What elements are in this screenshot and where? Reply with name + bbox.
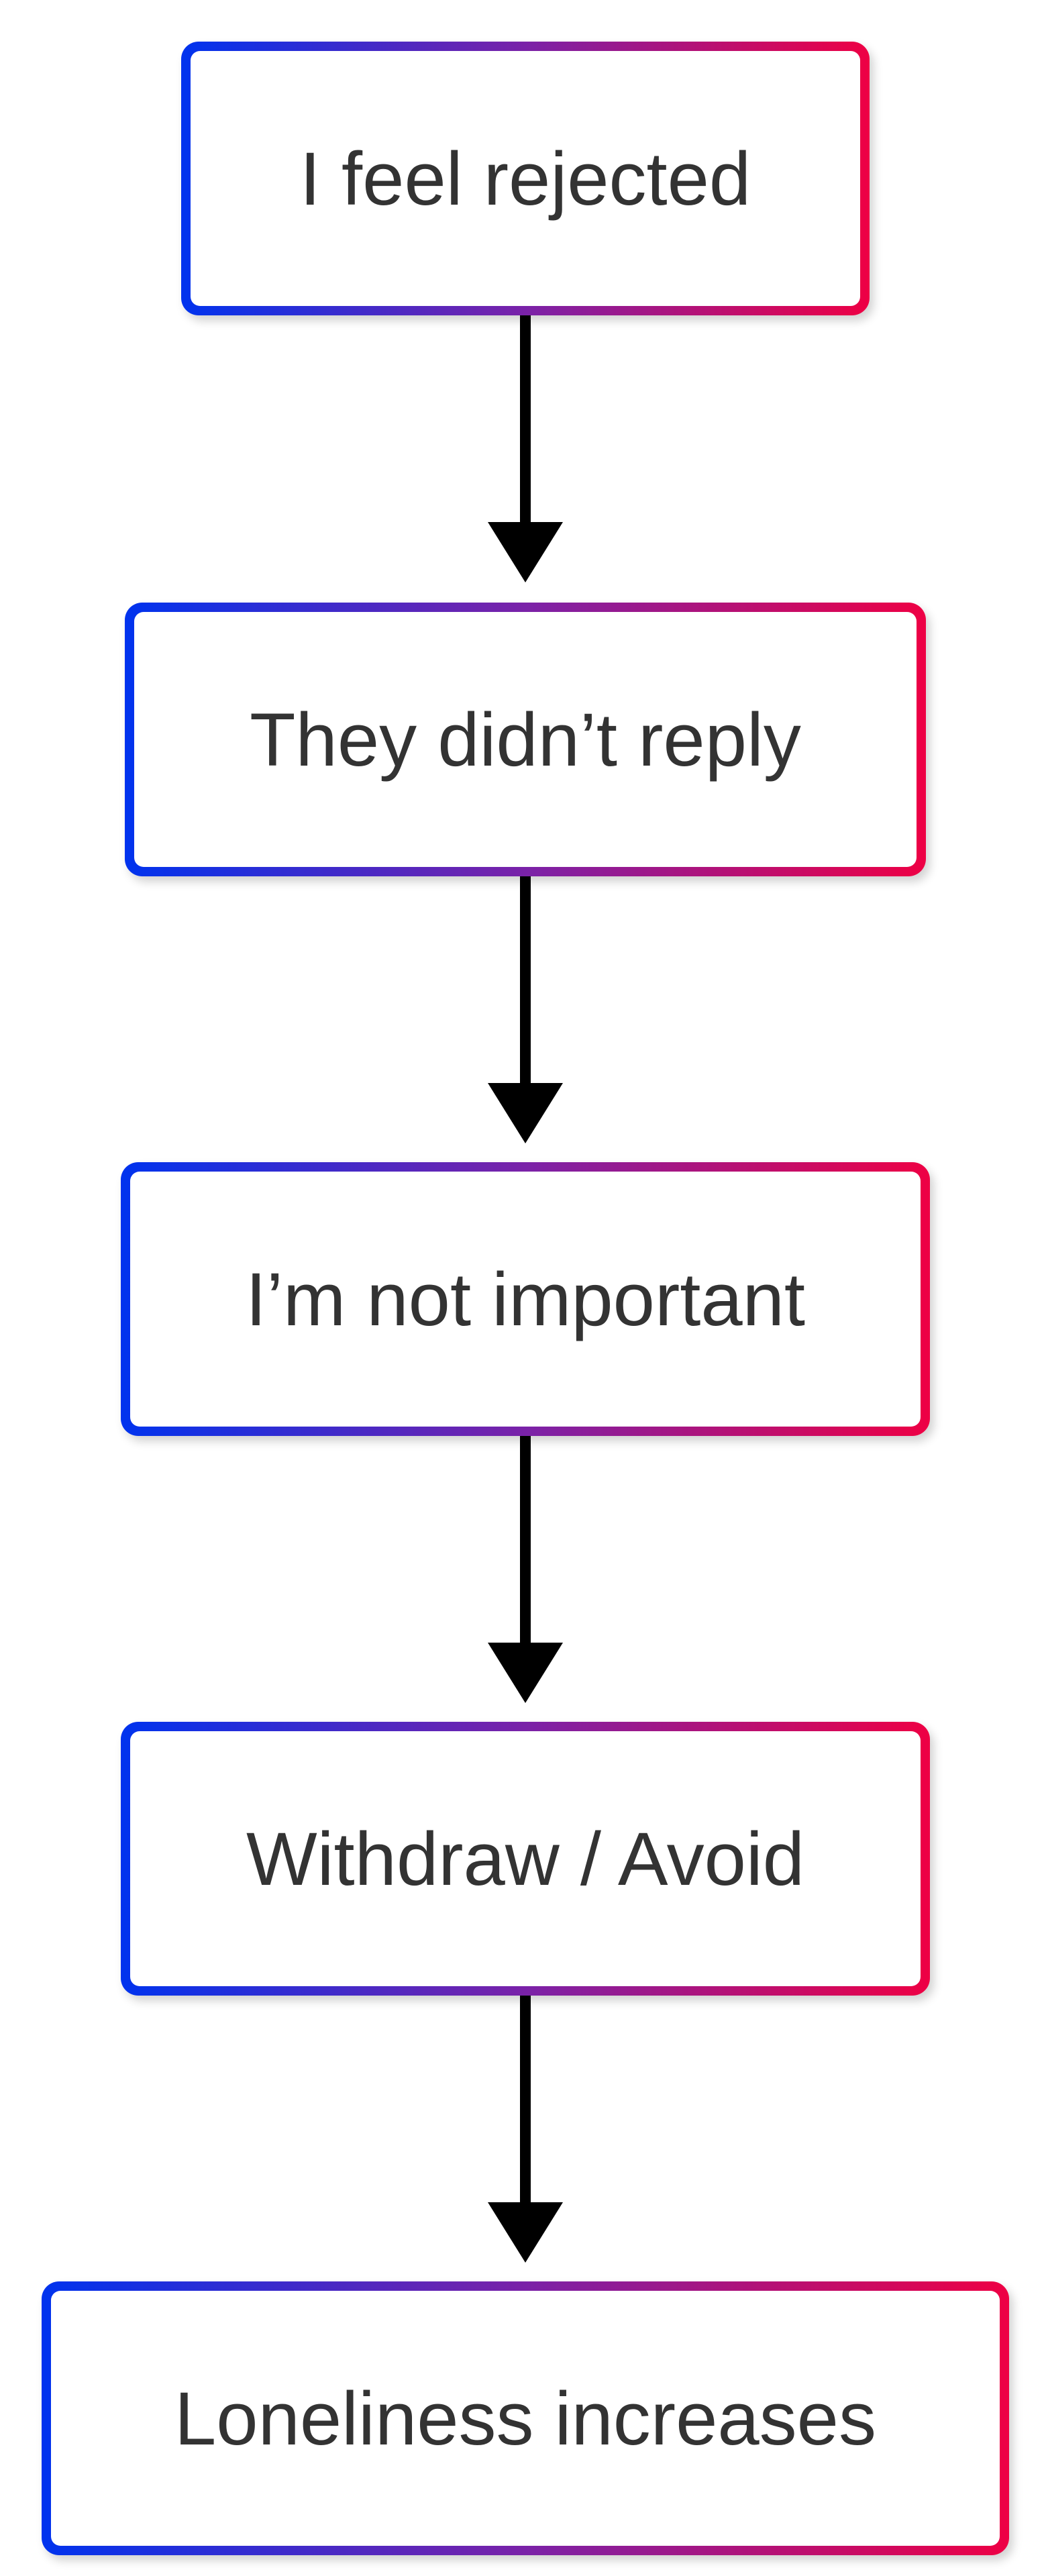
- arrow-head: [488, 1643, 563, 1703]
- step-box-withdraw-avoid: Withdraw / Avoid: [121, 1722, 930, 1996]
- step-box-inner: I feel rejected: [191, 51, 860, 306]
- arrow-shaft: [520, 1436, 531, 1645]
- step-label: Withdraw / Avoid: [246, 1816, 805, 1901]
- step-box-feel-rejected: I feel rejected: [181, 42, 870, 315]
- step-label: Loneliness increases: [174, 2376, 876, 2461]
- arrow-head: [488, 522, 563, 582]
- step-box-didnt-reply: They didn’t reply: [125, 603, 926, 876]
- step-label: I’m not important: [245, 1257, 806, 1341]
- step-box-inner: They didn’t reply: [134, 612, 917, 867]
- step-box-not-important: I’m not important: [121, 1162, 930, 1436]
- down-arrow-1: [485, 315, 566, 584]
- down-arrow-3: [485, 1436, 566, 1704]
- down-arrow-4: [485, 1996, 566, 2264]
- step-label: I feel rejected: [299, 136, 751, 221]
- step-box-inner: Loneliness increases: [51, 2291, 1000, 2546]
- step-box-loneliness-increases: Loneliness increases: [42, 2281, 1009, 2555]
- step-label: They didn’t reply: [250, 697, 801, 782]
- arrow-shaft: [520, 1996, 531, 2205]
- step-box-inner: I’m not important: [130, 1172, 921, 1427]
- arrow-head: [488, 1083, 563, 1143]
- arrow-shaft: [520, 876, 531, 1086]
- step-box-inner: Withdraw / Avoid: [130, 1731, 921, 1986]
- arrow-shaft: [520, 315, 531, 525]
- down-arrow-2: [485, 876, 566, 1145]
- arrow-head: [488, 2202, 563, 2263]
